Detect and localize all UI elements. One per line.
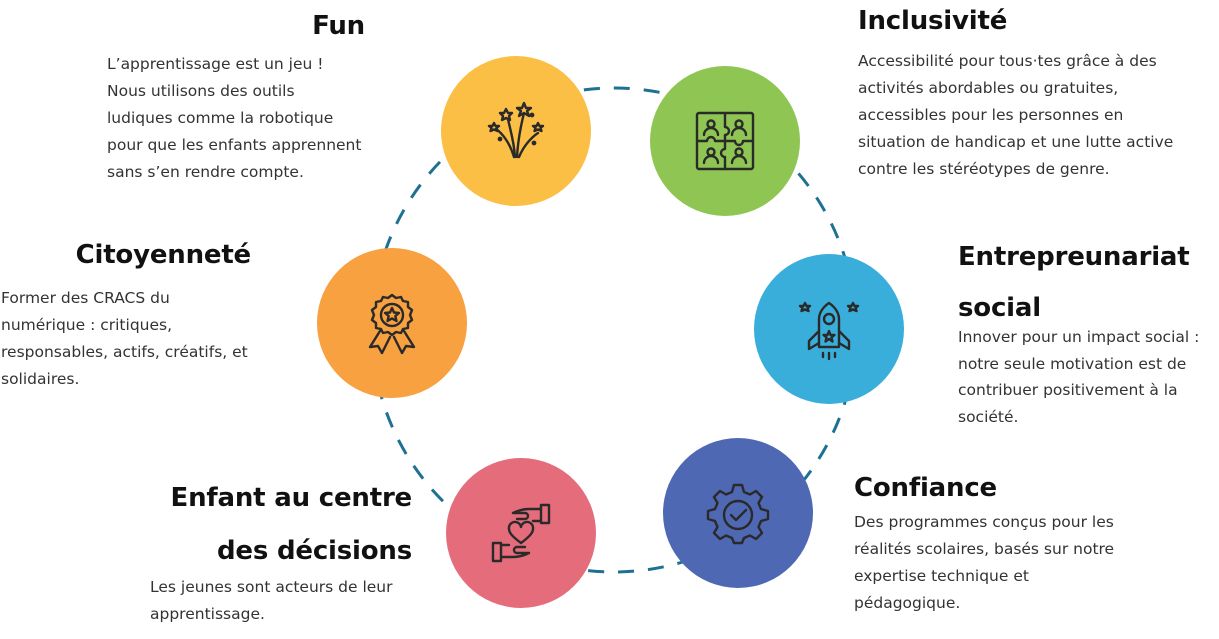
enfant-circle	[446, 458, 596, 608]
entrepreunariat-card: Entrepreunariat social Innover pour un i…	[958, 232, 1219, 430]
fun-circle	[441, 56, 591, 206]
hands-heart-icon	[491, 503, 551, 563]
fireworks-icon	[487, 101, 545, 159]
inclusivite-title: Inclusivité	[858, 6, 1008, 36]
puzzle-people-icon	[695, 111, 755, 171]
entrepreunariat-description: Innover pour un impact social : notre se…	[958, 328, 1200, 426]
fun-description: L’apprentissage est un jeu ! Nous utilis…	[107, 55, 362, 181]
gear-check-icon	[706, 483, 770, 545]
enfant-card: Enfant au centre des décisions Les jeune…	[150, 472, 412, 628]
enfant-title: Enfant au centre des décisions	[170, 483, 413, 566]
confiance-description: Des programmes conçus pour les réalités …	[854, 513, 1115, 612]
entrepreunariat-title: Entrepreunariat social	[958, 242, 1190, 323]
citoyennete-title: Citoyenneté	[75, 240, 252, 270]
fun-card: Fun L’apprentissage est un jeu ! Nous ut…	[107, 0, 365, 186]
fun-title: Fun	[312, 11, 365, 41]
enfant-description: Les jeunes sont acteurs de leur apprenti…	[150, 578, 393, 623]
confiance-card: Confiance Des programmes conçus pour les…	[854, 462, 1134, 617]
award-badge-icon	[368, 293, 416, 355]
rocket-icon	[798, 301, 860, 361]
inclusivite-description: Accessibilité pour tous·tes grâce à des …	[858, 52, 1174, 178]
entrepreunariat-circle	[754, 254, 904, 404]
confiance-circle	[663, 438, 813, 588]
inclusivite-circle	[650, 66, 800, 216]
confiance-title: Confiance	[854, 473, 997, 503]
citoyennete-description: Former des CRACS du numérique : critique…	[1, 289, 248, 388]
citoyennete-circle	[317, 248, 467, 398]
citoyennete-card: Citoyenneté Former des CRACS du numériqu…	[1, 229, 251, 393]
inclusivite-card: Inclusivité Accessibilité pour tous·tes …	[858, 0, 1178, 183]
